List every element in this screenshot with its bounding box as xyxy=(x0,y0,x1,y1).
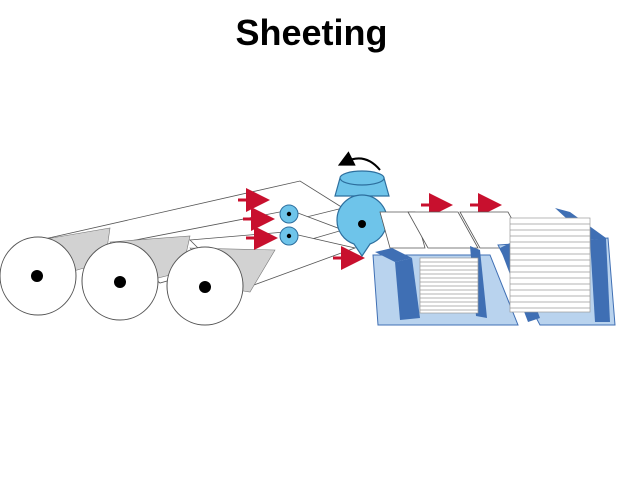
roll-core-3 xyxy=(199,281,211,293)
cutter-axis xyxy=(358,220,366,228)
sheet-stack-1 xyxy=(419,257,479,314)
rotation-arrow-icon xyxy=(337,151,381,171)
page-title: Sheeting xyxy=(235,12,388,53)
guide-rollers xyxy=(279,204,299,246)
roll-core-1 xyxy=(31,270,43,282)
cutter-cylinder xyxy=(334,170,390,258)
guide-roller-bottom xyxy=(279,226,299,246)
paper-rolls xyxy=(0,236,244,326)
guide-roller-top xyxy=(279,204,299,224)
sheet-stack-2 xyxy=(509,217,591,313)
paper-roll-3 xyxy=(166,246,244,326)
feed-arrows xyxy=(238,188,502,270)
paper-roll-1 xyxy=(0,236,77,316)
cut-sheets xyxy=(379,211,529,249)
stacking-tray-2 xyxy=(497,208,616,326)
paper-roll-2 xyxy=(81,241,159,321)
stacking-tray-1 xyxy=(372,246,519,326)
roll-core-2 xyxy=(114,276,126,288)
